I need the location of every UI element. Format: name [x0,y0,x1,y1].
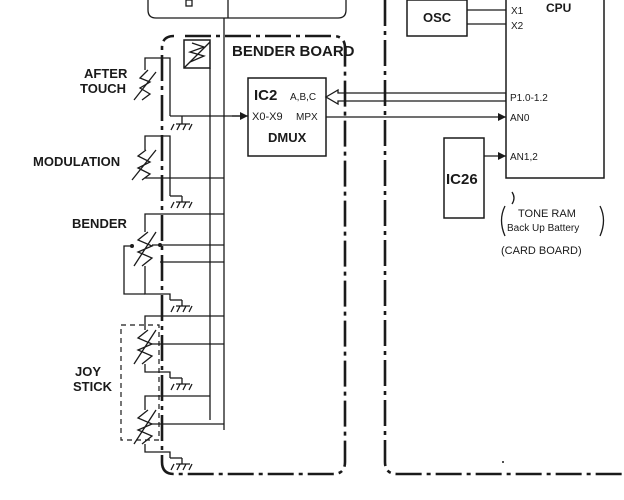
card-board-label: (CARD BOARD) [501,245,582,257]
cpu-an0-label: AN0 [510,113,530,124]
joy-stick-label-1: JOY [75,364,101,379]
after-touch-label-2: TOUCH [80,81,126,96]
backup-battery-label: Back Up Battery [507,223,579,234]
tone-ram-label: TONE RAM [518,208,576,220]
modulation-label: MODULATION [33,154,120,169]
ground-icon-2 [170,201,193,209]
upper-board-outline [147,0,347,19]
cpu-an12-label: AN1,2 [510,152,538,163]
ground-icon-1 [170,123,193,131]
joy-stick-label-2: STICK [73,379,113,394]
ic2-x0x9-label: X0-X9 [252,111,283,123]
cpu-p10-label: P1.0-1.2 [510,93,548,104]
cpu-x1-label: X1 [511,6,524,17]
ic2-label: IC2 [254,87,277,104]
after-touch-wire [144,57,171,116]
ic26-label: IC26 [446,171,478,188]
trim-resistor-icon [187,42,206,63]
ground-icon-5 [170,463,193,471]
ic26-box [443,137,485,219]
upper-board-pin [185,0,193,7]
modulation-wire [144,135,171,196]
bender-label: BENDER [72,216,128,231]
address-bus-arrow [324,88,507,106]
card-board-outline [383,0,624,476]
ic2-dmux-label: DMUX [268,130,307,145]
osc-box [406,0,468,37]
cpu-x2-label: X2 [511,21,524,32]
cpu-box [505,0,605,179]
ground-icon-3 [170,305,193,313]
ground-icon-4 [170,383,193,391]
ic2-abc-label: A,B,C [290,92,316,103]
bender-board-outline [160,34,347,476]
ic2-input-arrow [240,112,248,120]
bender-board-label: BENDER BOARD [232,43,355,60]
osc-label: OSC [423,10,452,25]
after-touch-label-1: AFTER [84,66,128,81]
joystick-box [120,324,160,441]
ic2-mpx-label: MPX [296,112,318,123]
bender-wire-bottom [144,266,171,300]
cpu-label: CPU [546,1,571,15]
bender-wire-top [144,213,224,232]
